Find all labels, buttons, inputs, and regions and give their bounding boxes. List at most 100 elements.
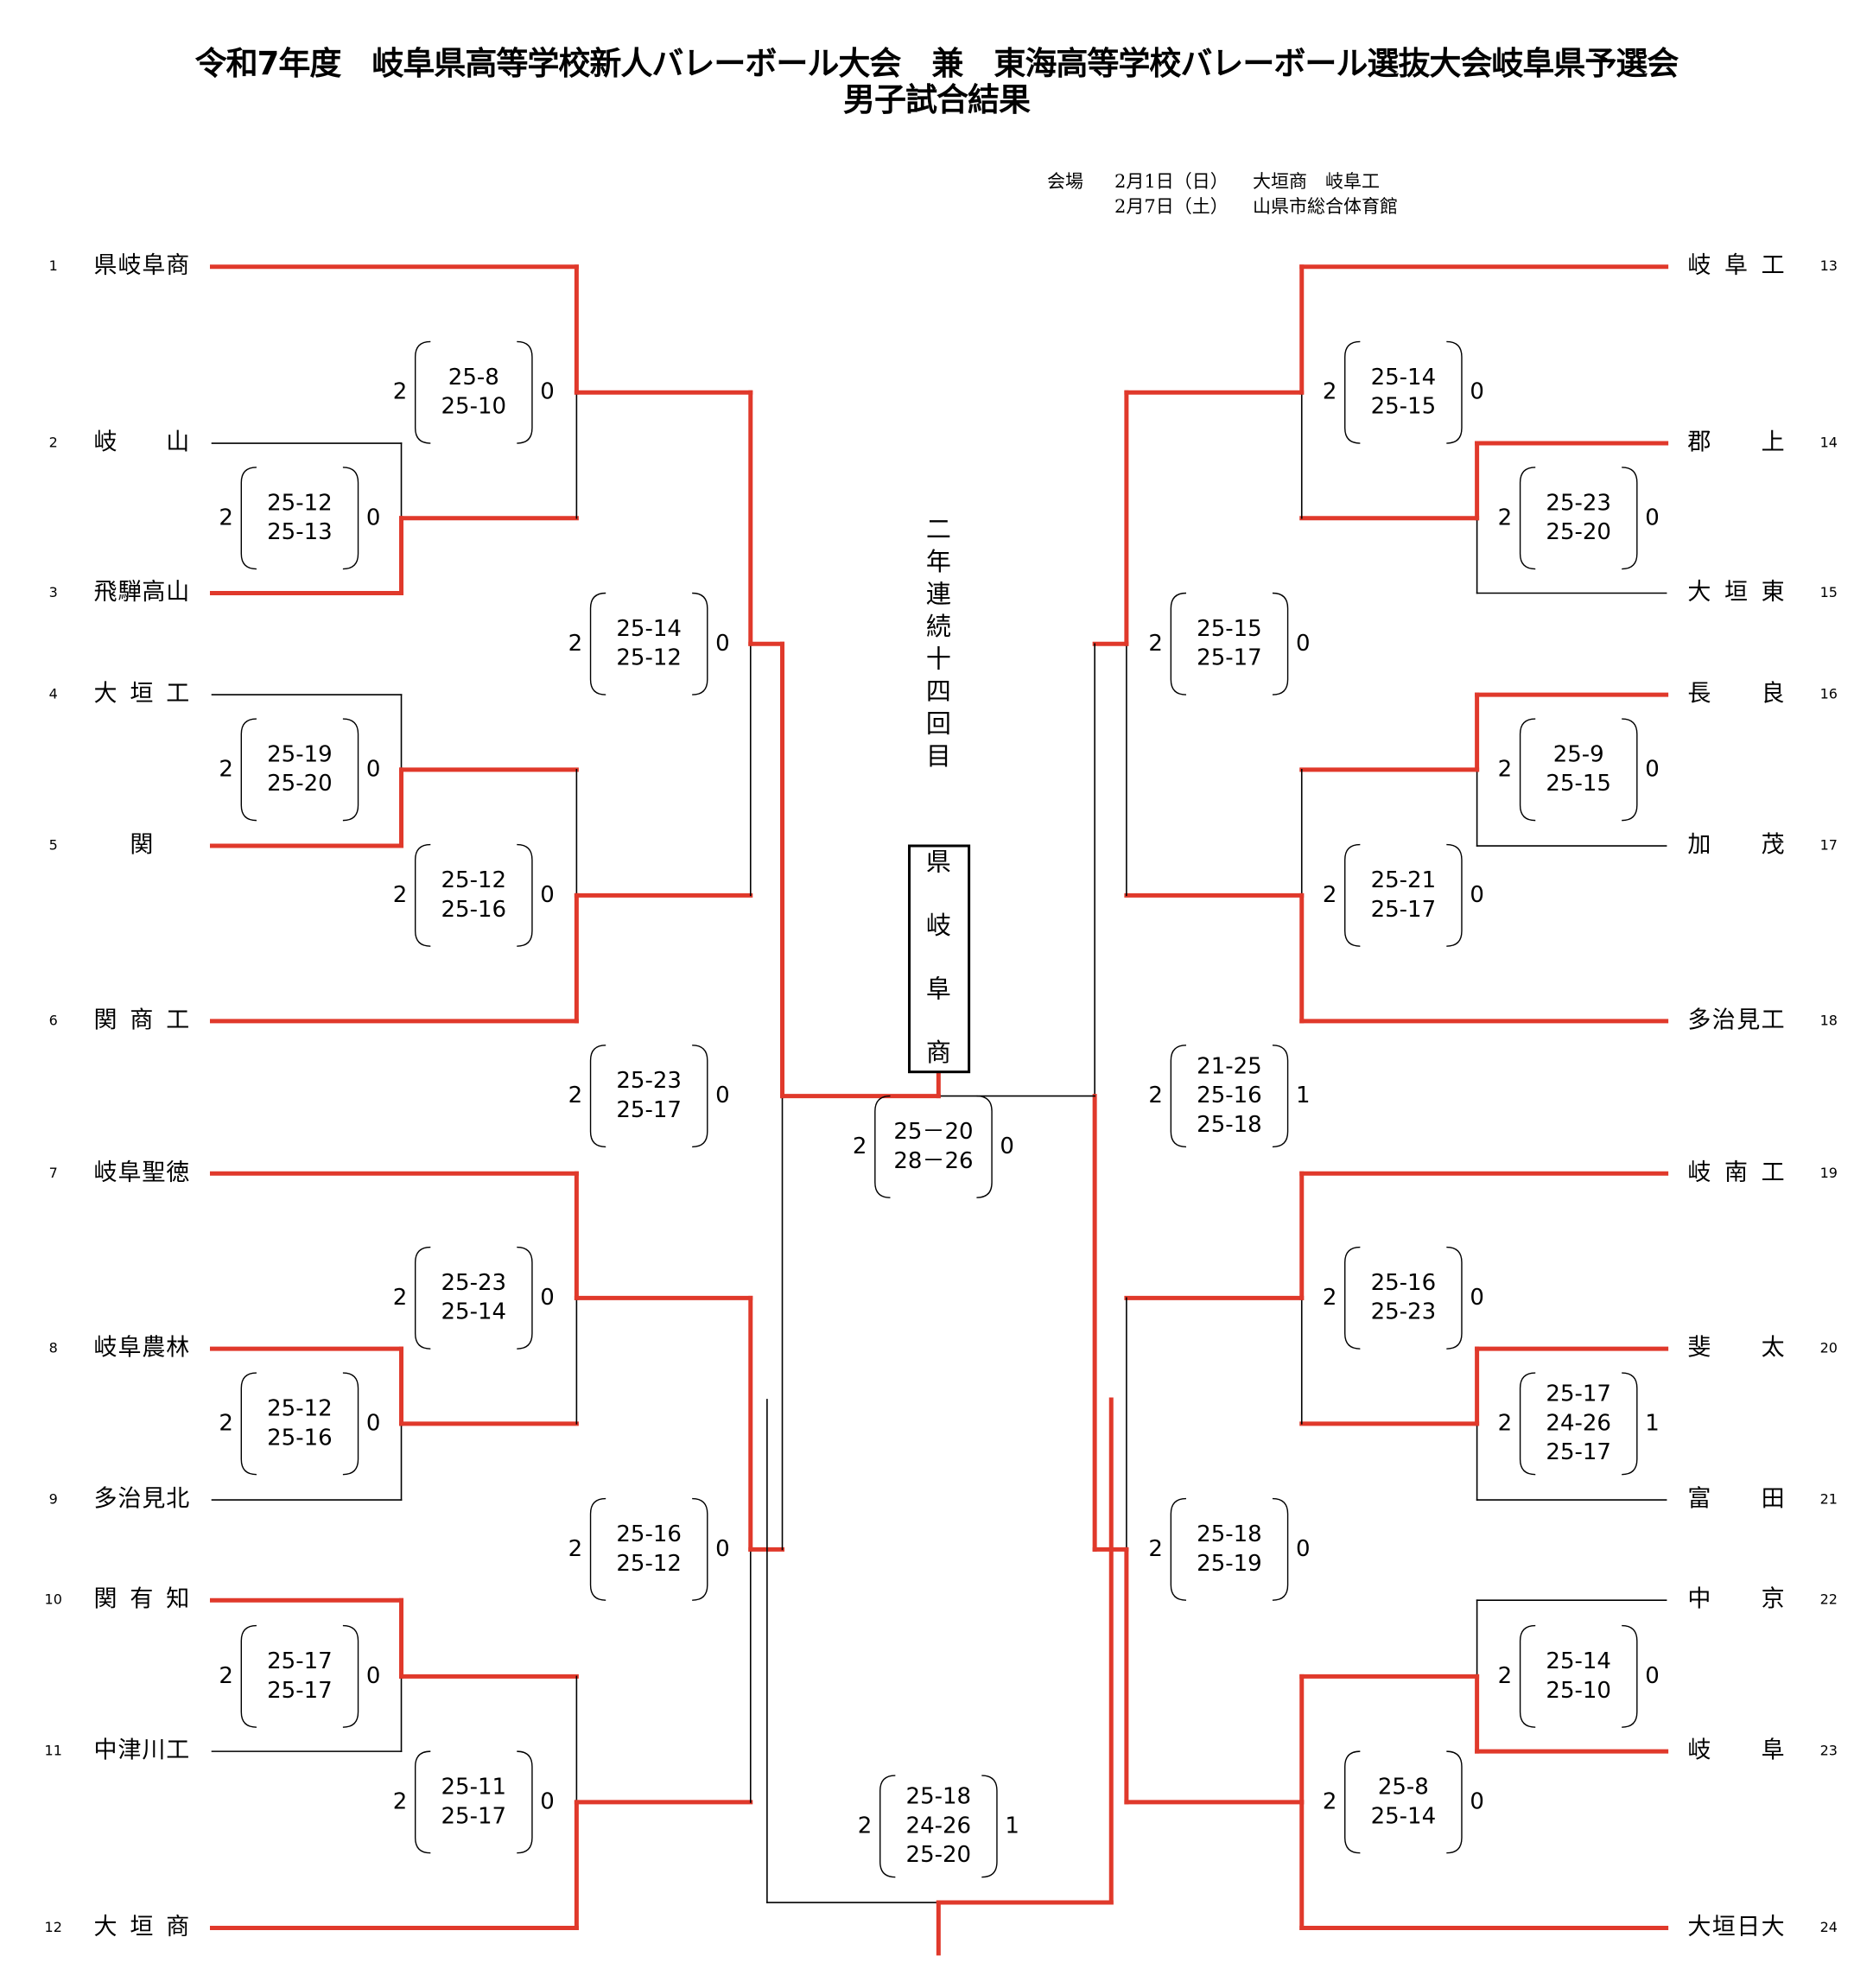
streak-text-char: 二 bbox=[926, 514, 951, 543]
bracket-paren bbox=[1446, 843, 1463, 947]
team-name-right: 岐阜工 bbox=[1687, 252, 1784, 279]
sets-won-left: 2 bbox=[1148, 1083, 1163, 1108]
bracket-paren bbox=[342, 718, 359, 822]
sets-won-right: 1 bbox=[1296, 1083, 1311, 1108]
bracket-paren bbox=[1519, 1372, 1536, 1476]
venue-date-1: 2月1日（日） bbox=[1114, 171, 1229, 192]
streak-text-char: 続 bbox=[926, 612, 951, 641]
svg-text:田: 田 bbox=[1762, 1486, 1785, 1513]
sets-won-right: 0 bbox=[1296, 631, 1311, 657]
svg-text:京: 京 bbox=[1762, 1586, 1785, 1613]
sets-won-right: 0 bbox=[1000, 1134, 1014, 1159]
svg-text:多: 多 bbox=[94, 1486, 117, 1513]
sets-won-left: 2 bbox=[568, 631, 583, 657]
sets-won-left: 2 bbox=[568, 1536, 583, 1562]
bracket-paren bbox=[240, 1624, 257, 1728]
set-score: 25-16 bbox=[267, 1425, 333, 1451]
set-score: 25-14 bbox=[1371, 365, 1437, 391]
svg-text:治: 治 bbox=[1712, 1007, 1736, 1033]
set-score: 25-17 bbox=[267, 1678, 333, 1704]
team-name-left: 大垣商 bbox=[94, 1914, 190, 1940]
sets-won-left: 2 bbox=[1323, 1285, 1337, 1311]
set-score: 25-12 bbox=[616, 645, 682, 671]
sets-won-left: 2 bbox=[1323, 1788, 1337, 1814]
sets-won-right: 0 bbox=[366, 756, 381, 782]
svg-text:津: 津 bbox=[117, 1737, 141, 1764]
page-subtitle: 男子試合結果 bbox=[843, 81, 1031, 118]
set-score: 25-14 bbox=[441, 1299, 507, 1325]
venue-date-2: 2月7日（土） bbox=[1114, 196, 1229, 217]
seed-number: 5 bbox=[49, 837, 58, 854]
bracket-paren bbox=[1446, 1246, 1463, 1350]
svg-text:岐: 岐 bbox=[1687, 1159, 1711, 1186]
seed-number: 11 bbox=[45, 1743, 62, 1759]
seed-number: 20 bbox=[1820, 1340, 1838, 1356]
set-score: 25-19 bbox=[1197, 1551, 1262, 1577]
bracket-paren bbox=[1344, 340, 1361, 444]
svg-text:岐: 岐 bbox=[94, 1335, 117, 1362]
team-name-right: 大垣東 bbox=[1687, 579, 1784, 606]
svg-text:関: 関 bbox=[94, 1007, 117, 1033]
set-score: 25-18 bbox=[906, 1784, 972, 1810]
svg-text:岐: 岐 bbox=[94, 429, 117, 456]
bracket-paren bbox=[342, 1372, 359, 1476]
svg-text:上: 上 bbox=[1762, 429, 1785, 456]
set-score: 28－26 bbox=[893, 1148, 973, 1174]
team-name-right: 中京 bbox=[1687, 1586, 1784, 1613]
team-name-left: 大垣工 bbox=[94, 681, 190, 708]
team-name-left: 関商工 bbox=[94, 1007, 190, 1033]
seed-number: 7 bbox=[49, 1165, 58, 1181]
set-score: 25-19 bbox=[267, 741, 333, 767]
sets-won-right: 0 bbox=[1296, 1536, 1311, 1562]
streak-text-char: 年 bbox=[926, 547, 951, 576]
svg-text:工: 工 bbox=[166, 1737, 189, 1764]
bracket-paren bbox=[1344, 843, 1361, 947]
sets-won-right: 0 bbox=[715, 1083, 730, 1108]
bracket-paren bbox=[1622, 467, 1638, 570]
bracket-paren bbox=[1519, 1624, 1536, 1728]
sets-won-right: 0 bbox=[366, 505, 381, 530]
bracket-paren bbox=[1622, 1624, 1638, 1728]
set-score: 25-20 bbox=[267, 771, 333, 797]
seed-number: 21 bbox=[1820, 1491, 1838, 1508]
seed-number: 9 bbox=[49, 1491, 58, 1508]
svg-text:商: 商 bbox=[166, 252, 189, 279]
set-score: 25-11 bbox=[441, 1775, 507, 1801]
svg-text:騨: 騨 bbox=[117, 579, 141, 606]
sets-won-left: 2 bbox=[1323, 379, 1337, 405]
seed-number: 17 bbox=[1820, 837, 1838, 854]
svg-text:飛: 飛 bbox=[94, 579, 117, 606]
sets-won-right: 0 bbox=[1470, 1788, 1484, 1814]
seed-number: 16 bbox=[1820, 686, 1838, 702]
team-name-left: 県岐阜商 bbox=[94, 252, 190, 279]
set-score: 25-15 bbox=[1197, 616, 1262, 642]
svg-text:阜: 阜 bbox=[117, 1335, 141, 1362]
sets-won-right: 0 bbox=[366, 1663, 381, 1689]
set-score: 25-16 bbox=[1197, 1083, 1262, 1108]
svg-text:長: 長 bbox=[1687, 681, 1711, 708]
svg-text:郡: 郡 bbox=[1687, 429, 1711, 456]
set-score: 21-25 bbox=[1197, 1053, 1262, 1079]
seed-number: 12 bbox=[45, 1919, 62, 1935]
sets-won-left: 2 bbox=[1148, 1536, 1163, 1562]
svg-text:阜: 阜 bbox=[117, 1159, 141, 1186]
sets-won-left: 2 bbox=[219, 1410, 233, 1436]
team-name-left: 関 bbox=[130, 832, 153, 859]
bracket-paren bbox=[589, 592, 606, 695]
set-score: 25-14 bbox=[1546, 1648, 1611, 1674]
bracket-paren bbox=[414, 1750, 431, 1854]
svg-text:工: 工 bbox=[1762, 1007, 1785, 1033]
seed-number: 18 bbox=[1820, 1012, 1838, 1028]
bracket-paren bbox=[1622, 718, 1638, 822]
svg-text:工: 工 bbox=[166, 681, 189, 708]
sets-won-right: 0 bbox=[715, 1536, 730, 1562]
team-name-right: 富田 bbox=[1687, 1486, 1784, 1513]
